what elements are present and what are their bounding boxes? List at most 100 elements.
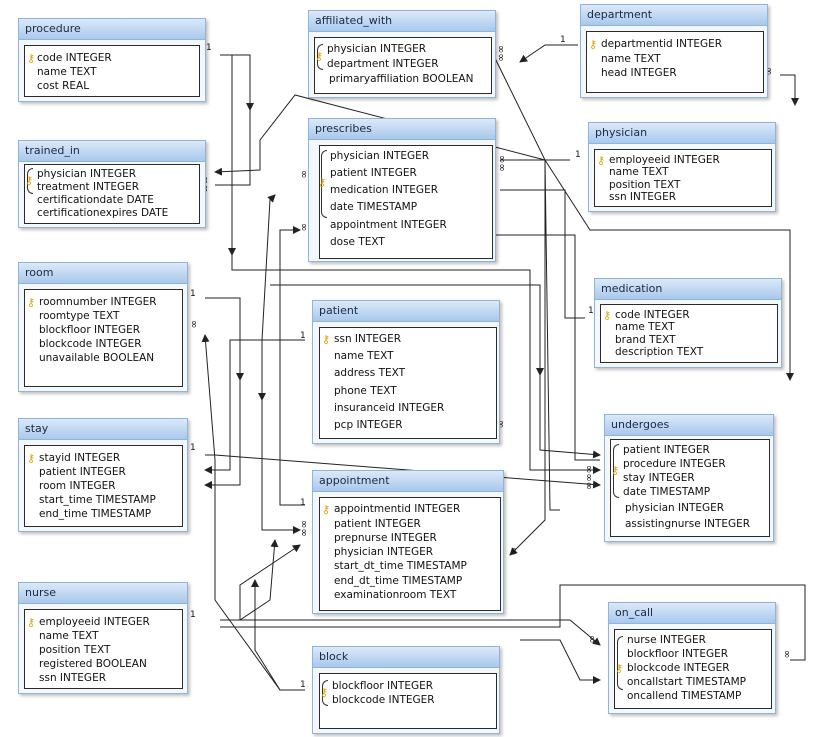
field-pcp: pcp INTEGER [334, 419, 403, 431]
field-examinationroom: examinationroom TEXT [334, 589, 457, 601]
key-icon: ⚷ [27, 616, 36, 629]
entity-room[interactable]: room ⚷ roomnumber INTEGER roomtype TEXT … [18, 262, 188, 392]
medication-relation-line [500, 189, 585, 319]
field-nurse: nurse INTEGER [627, 634, 706, 646]
composite-key-brace [321, 150, 327, 218]
patient-relation-line [258, 339, 305, 401]
entity-physician[interactable]: physician ⚷ employeeid INTEGER name TEXT… [588, 122, 776, 212]
field-ssn: ssn INTEGER [39, 672, 106, 684]
field-name: name TEXT [615, 321, 675, 333]
entity-fields: ⚷ code INTEGER name TEXT cost REAL [24, 45, 200, 97]
field-phone: phone TEXT [334, 385, 397, 397]
entity-trained-in[interactable]: trained_in ⚷ physician INTEGER treatment… [18, 140, 206, 228]
cardinality-many: ∞∞ [495, 45, 506, 62]
field-blockcode: blockcode INTEGER [332, 694, 435, 706]
key-icon: ⚷ [25, 174, 34, 187]
entity-appointment[interactable]: appointment ⚷ appointmentid INTEGER pati… [312, 470, 504, 614]
entity-prescribes[interactable]: prescribes ⚷ physician INTEGER patient I… [308, 118, 496, 262]
field-end-dt-time: end_dt_time TIMESTAMP [334, 575, 463, 587]
entity-fields: ⚷ blockfloor INTEGER blockcode INTEGER [319, 673, 497, 729]
field-position: position TEXT [39, 644, 111, 656]
entity-stay[interactable]: stay ⚷ stayid INTEGER patient INTEGER ro… [18, 418, 188, 532]
appointment-relation-line [279, 226, 305, 506]
cardinality-many: ∞∞ [298, 520, 309, 537]
key-icon: ⚷ [27, 452, 36, 465]
entity-procedure[interactable]: procedure ⚷ code INTEGER name TEXT cost … [18, 18, 206, 102]
cardinality-many: ∞ [508, 547, 519, 555]
field-registered: registered BOOLEAN [39, 658, 147, 670]
field-end-time: end_time TIMESTAMP [39, 508, 152, 520]
entity-block[interactable]: block ⚷ blockfloor INTEGER blockcode INT… [312, 646, 500, 734]
key-icon: ⚷ [27, 296, 36, 309]
entity-patient[interactable]: patient ⚷ ssn INTEGER name TEXT address … [312, 300, 500, 444]
entity-fields: ⚷ physician INTEGER department INTEGER p… [314, 37, 492, 94]
field-room: room INTEGER [39, 480, 116, 492]
key-icon: ⚷ [322, 333, 331, 346]
department-relation-line [519, 44, 578, 63]
entity-title: prescribes [309, 119, 495, 140]
field-assistingnurse: assistingnurse INTEGER [625, 518, 751, 530]
composite-key-brace [613, 444, 619, 498]
composite-key-brace [322, 680, 328, 706]
cardinality-one: 1 [575, 150, 581, 160]
field-blockcode: blockcode INTEGER [627, 662, 730, 674]
field-physician: physician INTEGER [37, 168, 137, 180]
key-icon: ⚷ [615, 662, 624, 675]
field-roomnumber: roomnumber INTEGER [39, 296, 157, 308]
field-code: code INTEGER [37, 52, 112, 64]
key-icon: ⚷ [322, 503, 331, 516]
entity-undergoes[interactable]: undergoes ⚷ patient INTEGER procedure IN… [604, 414, 774, 542]
entity-fields: ⚷ code INTEGER name TEXT brand TEXT desc… [600, 304, 778, 363]
entity-fields: ⚷ stayid INTEGER patient INTEGER room IN… [24, 445, 183, 527]
field-head: head INTEGER [601, 67, 677, 79]
cardinality-many: ∞∞∞ [583, 465, 594, 490]
entity-fields: ⚷ roomnumber INTEGER roomtype TEXT block… [24, 289, 183, 387]
block-relation-line [251, 579, 305, 691]
field-position: position TEXT [609, 179, 681, 191]
key-icon: ⚷ [589, 38, 598, 51]
cardinality-one: 1 [560, 35, 566, 45]
field-brand: brand TEXT [615, 334, 676, 346]
cardinality-one: 1 [190, 443, 196, 453]
entity-fields: ⚷ nurse INTEGER blockfloor INTEGER block… [614, 629, 772, 709]
entity-nurse[interactable]: nurse ⚷ employeeid INTEGER name TEXT pos… [18, 582, 188, 694]
field-name: name TEXT [334, 350, 394, 362]
entity-department[interactable]: department ⚷ departmentid INTEGER name T… [580, 4, 768, 98]
key-icon: ⚷ [603, 309, 612, 322]
field-name: name TEXT [37, 66, 97, 78]
entity-fields: ⚷ physician INTEGER treatment INTEGER ce… [24, 164, 200, 224]
cardinality-many: ∞∞ [496, 155, 507, 172]
field-ssn: ssn INTEGER [609, 191, 676, 203]
entity-title: block [313, 647, 499, 668]
entity-title: room [19, 263, 187, 284]
entity-title: appointment [313, 471, 503, 492]
field-employeeid: employeeid INTEGER [39, 616, 150, 628]
entity-title: on_call [609, 603, 775, 624]
cardinality-many: ∞ [298, 223, 309, 231]
field-cost: cost REAL [37, 80, 90, 92]
entity-medication[interactable]: medication ⚷ code INTEGER name TEXT bran… [594, 278, 782, 368]
field-departmentid: departmentid INTEGER [601, 38, 723, 50]
field-appointmentid: appointmentid INTEGER [334, 503, 461, 515]
entity-title: trained_in [19, 141, 205, 162]
field-unavailable: unavailable BOOLEAN [39, 352, 155, 364]
entity-on-call[interactable]: on_call ⚷ nurse INTEGER blockfloor INTEG… [608, 602, 776, 714]
field-insuranceid: insuranceid INTEGER [334, 402, 445, 414]
entity-affiliated-with[interactable]: affiliated_with ⚷ physician INTEGER depa… [308, 10, 496, 98]
field-patient: patient INTEGER [623, 444, 710, 456]
composite-key-brace [27, 168, 33, 194]
room-relation-line [205, 297, 244, 381]
cardinality-many: ∞ [188, 320, 199, 328]
field-appointment: appointment INTEGER [330, 219, 447, 231]
key-icon: ⚷ [315, 50, 324, 63]
field-blockcode: blockcode INTEGER [39, 338, 142, 350]
entity-fields: ⚷ ssn INTEGER name TEXT address TEXT pho… [319, 327, 497, 439]
field-date: date TIMESTAMP [623, 486, 711, 498]
cardinality-one: 1 [206, 43, 212, 53]
nurse-relation-line [220, 619, 601, 646]
field-code: code INTEGER [615, 309, 690, 321]
key-icon: ⚷ [27, 52, 36, 65]
cardinality-one: 1 [300, 680, 306, 690]
physician-relation-line [489, 47, 570, 161]
entity-fields: ⚷ patient INTEGER procedure INTEGER stay… [610, 439, 770, 537]
